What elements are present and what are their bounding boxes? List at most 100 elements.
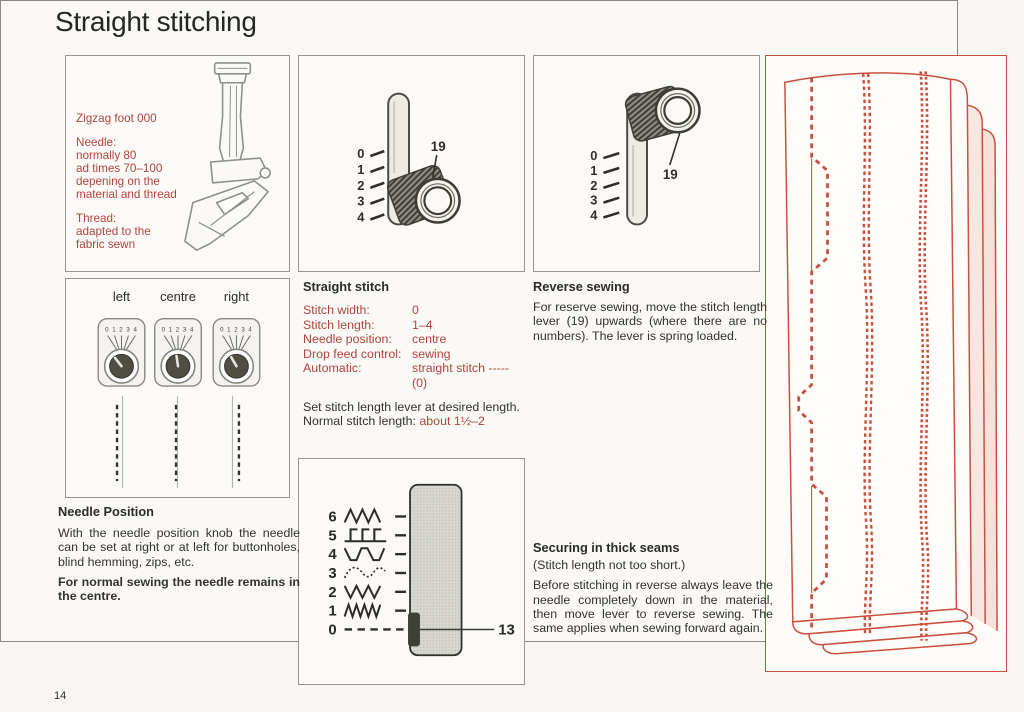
setting-row: Needle position: centre [303, 332, 527, 347]
num-5: 5 [328, 528, 336, 544]
panel-zigzag-foot: Zigzag foot 000 Needle: normally 80 ad t… [65, 55, 290, 272]
knob-right: 0 1 2 3 4 [212, 317, 261, 387]
fabric-sheets [784, 72, 998, 655]
scale-numbers: 0 1 2 3 4 [590, 148, 598, 222]
page-title: Straight stitching [55, 6, 257, 37]
setting-value: straight stitch ----- (0) [412, 361, 510, 390]
panel-fabric-sample [765, 55, 1007, 672]
scale-ticks [369, 149, 385, 221]
note-value: about 1½–2 [419, 413, 485, 428]
straight-stitch-block: Straight stitch Stitch width: 0 Stitch le… [303, 279, 527, 428]
callout-19-line [669, 133, 681, 166]
num-4: 4 [328, 547, 337, 563]
foot-panel-text: Zigzag foot 000 Needle: normally 80 ad t… [76, 112, 210, 251]
needle-position-block: Needle Position With the needle position… [58, 504, 300, 603]
presser-foot-drawing [184, 62, 271, 251]
setting-label: Stitch length: [303, 317, 375, 332]
scale-0: 0 [590, 148, 597, 163]
note-prefix: Normal stitch length: [303, 413, 420, 428]
setting-value: 0 [412, 303, 419, 317]
setting-row: Drop feed control: sewing [303, 347, 527, 362]
securing-heading: Securing in thick seams [533, 540, 680, 555]
row-ticks [395, 515, 407, 612]
stitch-row-right [923, 71, 930, 641]
outer-frame: Zigzag foot 000 Needle: normally 80 ad t… [0, 0, 1007, 685]
securing-block: Securing in thick seams (Stitch length n… [533, 540, 773, 635]
dial-scale: 0 1 2 3 4 [105, 327, 138, 334]
num-6: 6 [328, 509, 336, 525]
fabric-stitching-drawing [784, 71, 998, 655]
reverse-sewing-block: Reverse sewing For reserve sewing, move … [533, 279, 767, 343]
knob-left: 0 1 2 3 4 [97, 317, 146, 387]
callout-13-label: 13 [498, 622, 515, 638]
callout-19-line [432, 154, 438, 178]
setting-row: Stitch width: 0 [303, 303, 527, 318]
setting-label: Drop feed control: [303, 346, 402, 361]
setting-row: Automatic: straight stitch ----- (0) [303, 361, 527, 390]
note-normal-length: Normal stitch length: about 1½–2 [303, 414, 527, 428]
zigzag-wide-glyph [343, 507, 382, 525]
scale-2: 2 [590, 178, 597, 193]
dial-scale: 0 1 2 3 4 [220, 327, 253, 334]
num-1: 1 [328, 604, 336, 620]
scale-numbers: 0 1 2 3 4 [357, 146, 365, 224]
zigzag-tight-glyph [343, 601, 382, 620]
needle-line: material and thread [76, 188, 177, 201]
num-0: 0 [328, 622, 336, 638]
num-2: 2 [328, 585, 336, 601]
reverse-sewing-heading: Reverse sewing [533, 279, 630, 294]
zigzag-medium-glyph [343, 583, 382, 600]
foot-title: Zigzag foot 000 [76, 112, 157, 125]
blanket-stitch-glyph [344, 528, 387, 543]
needle-line: ad times 70–100 [76, 162, 163, 175]
scale-ticks [603, 151, 620, 219]
setting-value: 1–4 [412, 317, 433, 332]
needle-line: depening on the [76, 175, 160, 188]
setting-value: centre [412, 332, 447, 347]
needle-position-stitch-lines [115, 395, 241, 489]
selector-dial [409, 483, 463, 657]
stitch-row-left [797, 77, 829, 630]
securing-subnote: (Stitch length not too short.) [533, 558, 686, 572]
straight-stitch-heading: Straight stitch [303, 279, 390, 294]
stitch-row-middle [866, 73, 874, 635]
thread-line: fabric sewn [76, 238, 136, 251]
dial-scale: 0 1 2 3 4 [162, 327, 195, 334]
needle-position-drawing: left centre right 0 1 2 3 4 0 1 2 3 4 [97, 289, 261, 489]
stitch-rows [797, 71, 930, 641]
setting-label: Needle position: [303, 332, 392, 347]
setting-row: Stitch length: 1–4 [303, 318, 527, 333]
reverse-lever-drawing: 0 1 2 3 4 19 [590, 85, 701, 226]
needle-position-note: For normal sewing the needle remains in … [58, 574, 300, 604]
num-3: 3 [328, 566, 336, 582]
knob-labels: left centre right [113, 289, 249, 304]
scale-4: 4 [357, 209, 365, 224]
needle-position-heading: Needle Position [58, 504, 154, 519]
callout-19-label: 19 [663, 167, 678, 182]
scale-0: 0 [357, 146, 364, 161]
needle-position-body: With the needle position knob the needle… [58, 526, 300, 569]
callout-19-label: 19 [431, 139, 446, 154]
label-left: left [113, 289, 131, 304]
pattern-numbers: 6 5 4 3 2 1 0 [328, 509, 337, 638]
scale-1: 1 [590, 163, 597, 178]
thread-label: Thread: [76, 212, 117, 225]
panel-needle-position-knobs: left centre right 0 1 2 3 4 0 1 2 3 4 [65, 278, 290, 498]
setting-label: Stitch width: [303, 303, 370, 317]
pattern-glyphs [343, 507, 405, 631]
label-right: right [224, 289, 249, 304]
note-set-length: Set stitch length lever at desired lengt… [303, 399, 520, 414]
scale-2: 2 [357, 178, 364, 193]
selector-tab [408, 612, 420, 647]
setting-label: Automatic: [303, 361, 362, 376]
dotted-wave-glyph [343, 566, 386, 579]
panel-stitch-length-lever: 0 1 2 3 4 19 [298, 55, 525, 272]
lever-knob [386, 164, 461, 226]
needle-line: normally 80 [76, 149, 137, 162]
lever-knob [624, 85, 701, 142]
reverse-sewing-body: For reserve sewing, move the stitch leng… [533, 300, 767, 343]
setting-value: sewing [412, 346, 451, 361]
scale-1: 1 [357, 162, 364, 177]
panel-pattern-selector: 6 5 4 3 2 1 0 [298, 458, 525, 685]
square-wave-glyph [343, 547, 386, 562]
